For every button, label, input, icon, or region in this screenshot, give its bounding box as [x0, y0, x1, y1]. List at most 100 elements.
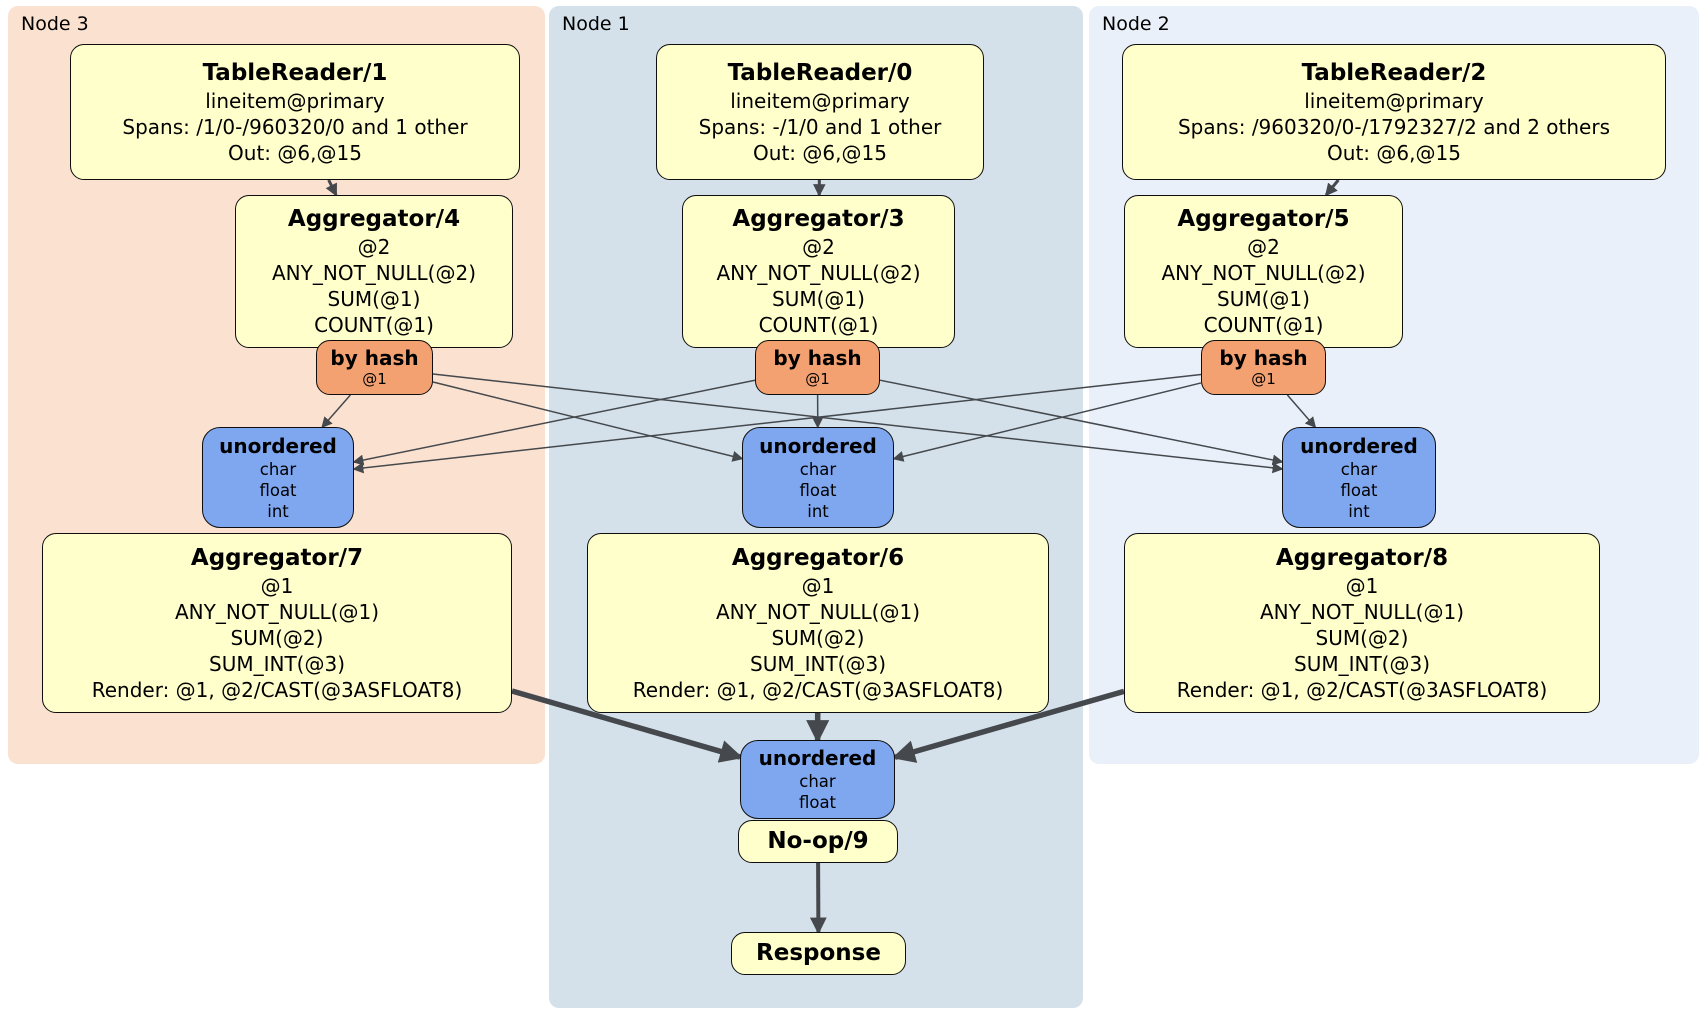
box-line: lineitem@primary — [205, 88, 385, 113]
box-line: char — [259, 459, 297, 479]
edge-rt3-sy2 — [432, 373, 1284, 474]
box-title: TableReader/1 — [202, 59, 388, 86]
box-title: by hash — [1219, 345, 1308, 370]
box-line: SUM(@1) — [772, 287, 865, 311]
box-line: @2 — [1247, 235, 1280, 259]
box-line: ANY_NOT_NULL(@2) — [272, 261, 476, 285]
box-line: Spans: /1/0-/960320/0 and 1 other — [122, 114, 468, 139]
box-line: int — [267, 501, 289, 521]
box-title: Response — [756, 940, 881, 966]
box-title: Aggregator/3 — [732, 206, 905, 232]
box-line: @2 — [802, 235, 835, 259]
box-title: unordered — [1300, 433, 1418, 458]
box-title: Aggregator/7 — [190, 544, 364, 571]
box-line: Out: @6,@15 — [228, 140, 362, 165]
box-title: No-op/9 — [767, 828, 869, 854]
box-line: SUM(@1) — [327, 287, 421, 311]
box-line: Spans: -/1/0 and 1 other — [698, 114, 942, 139]
box-line: char — [799, 772, 836, 791]
edge-rt2-sy2 — [1286, 394, 1317, 429]
by-hash-node1: by hash@1 — [755, 340, 880, 395]
box-title: Aggregator/5 — [1177, 206, 1350, 232]
box-line: @1 — [801, 573, 835, 598]
box-line: SUM_INT(@3) — [750, 651, 886, 676]
box-line: COUNT(@1) — [314, 313, 434, 337]
box-title: unordered — [758, 746, 877, 770]
box-line: float — [799, 480, 837, 500]
no-op-9-node1: No-op/9 — [738, 820, 898, 863]
box-line: ANY_NOT_NULL(@2) — [1161, 261, 1366, 285]
box-line: ANY_NOT_NULL(@1) — [716, 599, 920, 624]
box-line: Out: @6,@15 — [1327, 140, 1461, 165]
box-title: Aggregator/6 — [731, 544, 905, 571]
box-line: COUNT(@1) — [758, 313, 879, 337]
box-title: TableReader/2 — [1301, 59, 1487, 86]
box-line: @1 — [805, 369, 830, 388]
node3-region-label: Node 3 — [21, 13, 89, 35]
box-line: int — [807, 501, 829, 521]
box-line: float — [259, 480, 297, 500]
box-line: ANY_NOT_NULL(@1) — [175, 599, 379, 624]
box-line: SUM(@1) — [1217, 287, 1310, 311]
edge-rt1-sy3 — [352, 379, 756, 466]
box-line: @2 — [357, 235, 391, 259]
edge-tr2-agg5 — [1324, 179, 1340, 197]
node2-region-label: Node 2 — [1102, 13, 1170, 35]
box-line: SUM_INT(@3) — [209, 651, 345, 676]
by-hash-node3: by hash@1 — [316, 340, 433, 395]
edge-rt3-sy3 — [321, 394, 351, 429]
box-title: Aggregator/8 — [1275, 544, 1449, 571]
box-line: Out: @6,@15 — [753, 140, 887, 165]
box-line: @1 — [260, 573, 294, 598]
box-title: TableReader/0 — [727, 59, 913, 86]
box-line: SUM(@2) — [771, 625, 865, 650]
box-line: ANY_NOT_NULL(@2) — [716, 261, 921, 285]
response-node1: Response — [731, 932, 906, 975]
box-line: char — [799, 459, 837, 479]
box-line: @1 — [1251, 369, 1276, 388]
box-title: by hash — [773, 345, 862, 370]
edge-rt3-sy1 — [432, 381, 744, 462]
edge-agg7-syf — [511, 688, 744, 763]
box-line: Render: @1, @2/CAST(@3ASFLOAT8) — [632, 677, 1004, 702]
box-line: Spans: /960320/0-/1792327/2 and 2 others — [1177, 114, 1610, 139]
edge-tr1-agg4 — [325, 179, 338, 197]
edge-rt2-sy1 — [892, 382, 1202, 462]
box-line: @1 — [362, 369, 387, 388]
box-line: float — [798, 793, 837, 812]
box-line: SUM_INT(@3) — [1294, 651, 1430, 676]
box-line: lineitem@primary — [730, 88, 910, 113]
box-line: SUM(@2) — [230, 625, 324, 650]
box-line: ANY_NOT_NULL(@1) — [1260, 599, 1464, 624]
box-line: @1 — [1345, 573, 1379, 598]
box-line: char — [1340, 459, 1378, 479]
box-title: unordered — [759, 433, 877, 458]
edge-rt2-sy3 — [352, 373, 1202, 474]
node1-region-label: Node 1 — [562, 13, 630, 35]
box-line: Render: @1, @2/CAST(@3ASFLOAT8) — [91, 677, 463, 702]
box-title: by hash — [330, 345, 419, 370]
by-hash-node2: by hash@1 — [1201, 340, 1326, 395]
box-line: int — [1348, 501, 1370, 521]
unordered-node1: unordered char float — [740, 740, 895, 819]
box-title: Aggregator/4 — [287, 206, 461, 232]
box-line: Render: @1, @2/CAST(@3ASFLOAT8) — [1176, 677, 1548, 702]
box-line: SUM(@2) — [1315, 625, 1409, 650]
edge-rt1-sy2 — [879, 379, 1284, 466]
edge-agg8-syf — [891, 688, 1125, 763]
box-line: lineitem@primary — [1304, 88, 1484, 113]
box-line: float — [1340, 480, 1378, 500]
